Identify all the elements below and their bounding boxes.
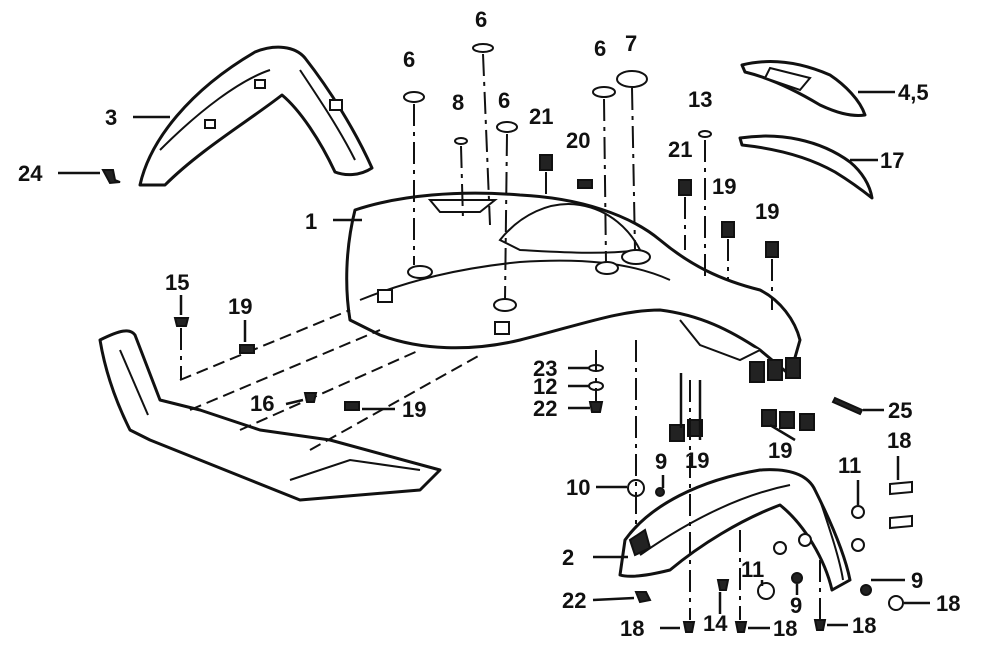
callout-19-b: 19 [755, 199, 779, 224]
callout-19-e: 19 [685, 448, 709, 473]
callout-22-bottom: 22 [562, 588, 586, 613]
callout-13: 13 [688, 87, 712, 112]
callout-9-a: 9 [655, 449, 667, 474]
part-16-top-strip [738, 134, 874, 200]
callout-10: 11 [838, 453, 861, 478]
callout-6-c: 6 [498, 88, 510, 113]
callout-7: 7 [625, 31, 637, 56]
callout-6-d: 6 [594, 36, 606, 61]
callout-24: 23 [533, 356, 557, 381]
callout-22-top: 24 [18, 161, 43, 186]
part-2-right-fender [618, 468, 852, 592]
callout-23: 22 [533, 396, 557, 421]
callout-17: 18 [887, 428, 911, 453]
callout-12: 12 [533, 374, 557, 399]
callout-16: 17 [880, 148, 904, 173]
callout-15-a: 15 [165, 270, 189, 295]
callout-9-c: 9 [911, 568, 923, 593]
callout-21-b: 21 [668, 137, 692, 162]
alignment-lines [180, 53, 821, 620]
part-4-5-top-panel [740, 60, 867, 117]
leader-lines [58, 90, 930, 630]
callout-1: 1 [305, 209, 317, 234]
callout-21-a: 21 [529, 104, 553, 129]
hardware-items [101, 43, 913, 633]
callout-18-d: 18 [852, 613, 876, 638]
callout-20: 20 [566, 128, 590, 153]
part-1-front-fender-body [345, 191, 802, 383]
callout-6-a: 6 [403, 47, 415, 72]
callout-19-a: 19 [712, 174, 736, 199]
callout-19-d: 19 [402, 397, 426, 422]
callout-8: 8 [452, 90, 464, 115]
part-3-left-fender-flare [138, 45, 374, 187]
callout-15-b: 16 [250, 391, 274, 416]
callout-18-a: 18 [936, 591, 960, 616]
callout-labels: 3 24 1 6 6 6 6 7 8 21 20 13 21 19 19 4,5… [18, 7, 960, 641]
callout-3: 3 [105, 105, 117, 130]
callout-18-b: 18 [620, 616, 644, 641]
callout-11-a: 10 [566, 475, 590, 500]
callout-14: 14 [703, 611, 728, 636]
callout-6-b: 6 [475, 7, 487, 32]
callout-2: 2 [562, 545, 574, 570]
front-bumper-outline [98, 309, 481, 502]
callout-25: 25 [888, 398, 912, 423]
callout-18-c: 18 [773, 616, 797, 641]
callout-11-b: 11 [741, 557, 764, 582]
callout-9-b: 9 [790, 593, 802, 618]
callout-19-f: 19 [768, 438, 792, 463]
callout-4-5: 4,5 [898, 80, 929, 105]
callout-19-c: 19 [228, 294, 252, 319]
